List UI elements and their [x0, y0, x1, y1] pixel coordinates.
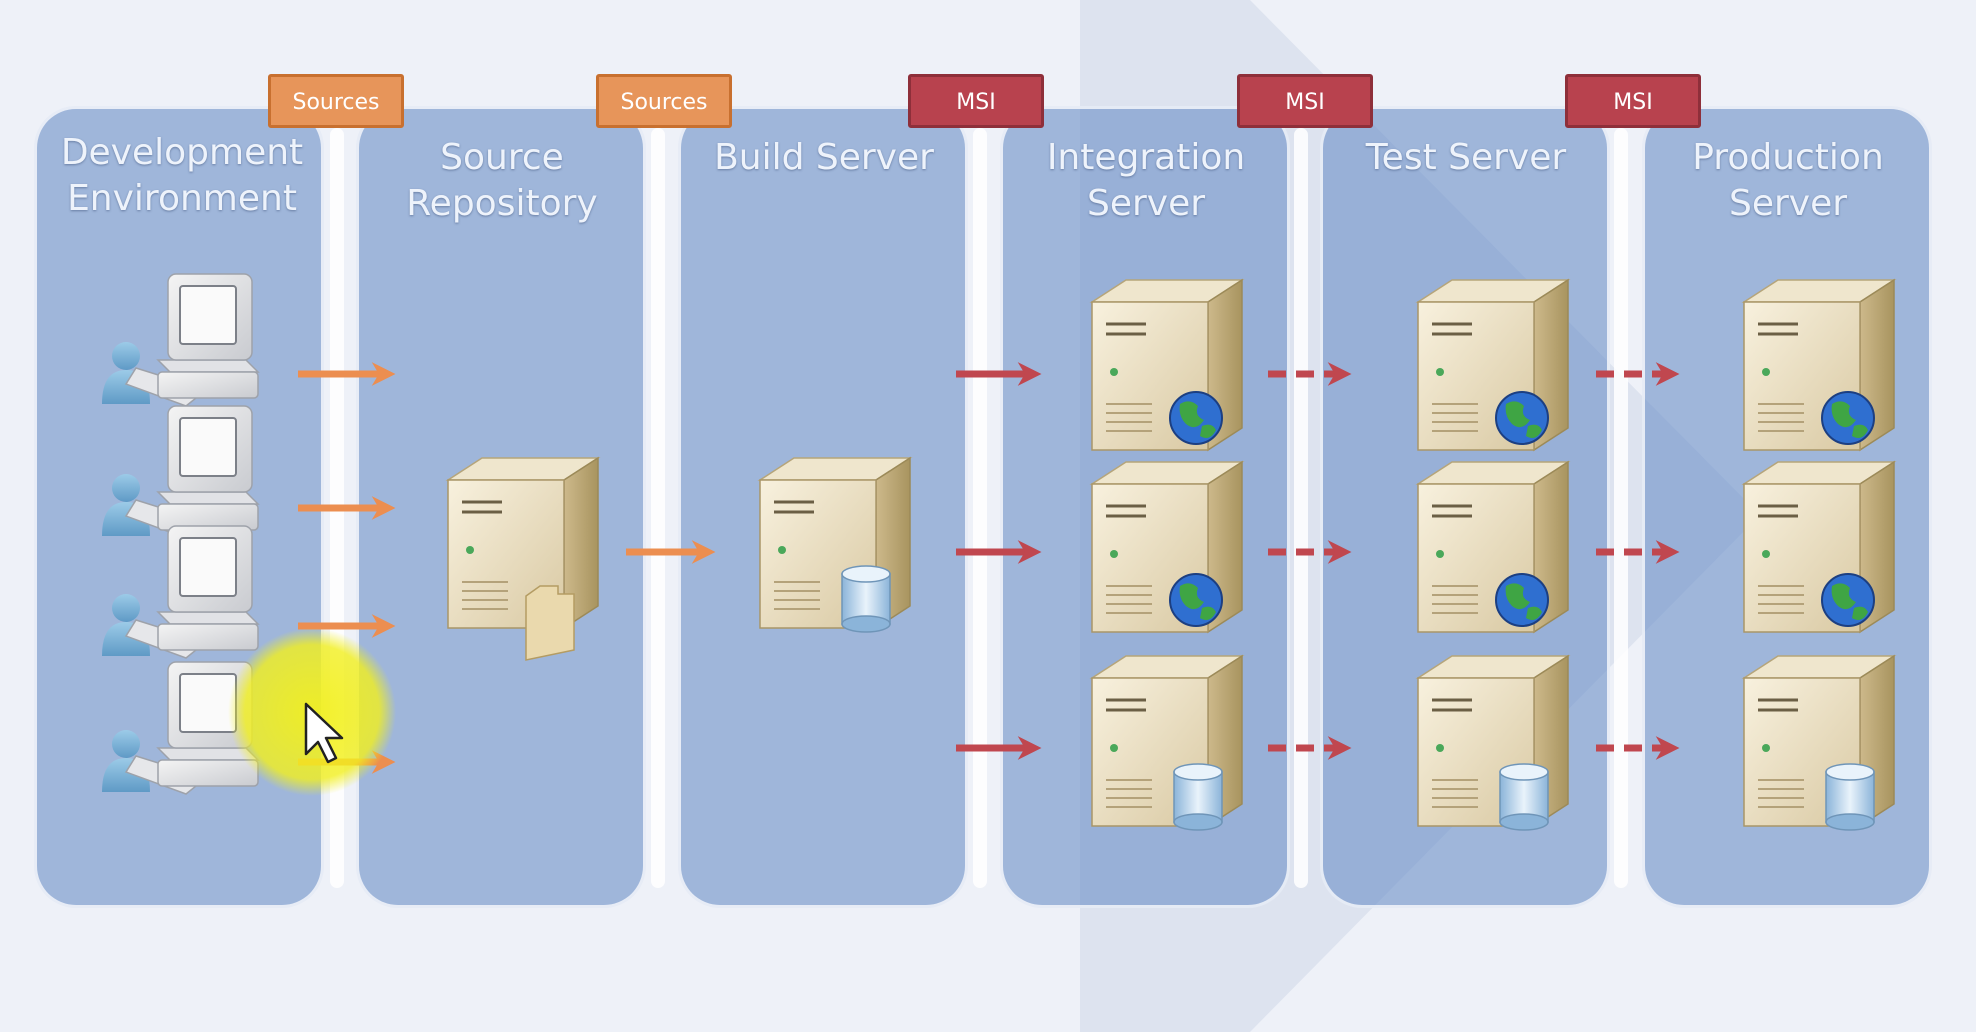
computer-icon	[156, 273, 260, 399]
developer-workstation	[102, 405, 260, 539]
separator-5	[1614, 128, 1628, 888]
sources-tag: Sources	[268, 74, 404, 128]
globe-icon	[1821, 573, 1875, 627]
developer-workstation	[102, 273, 260, 407]
stage-title-source-repository: Source Repository	[352, 135, 652, 227]
source-repository-server	[445, 456, 601, 661]
globe-icon	[1495, 573, 1549, 627]
stage-title-line: Production	[1692, 137, 1884, 178]
computer-icon	[156, 525, 260, 651]
mouse-cursor-icon	[304, 702, 344, 764]
stage-title-line: Server	[1086, 183, 1206, 224]
database-server	[1741, 654, 1897, 831]
web-server	[1741, 460, 1897, 634]
stage-title-line: Server	[1728, 183, 1848, 224]
stage-title-production-server: Production Server	[1638, 135, 1938, 227]
developer-workstation	[102, 525, 260, 659]
folder-icon	[525, 585, 575, 661]
stage-title-line: Build Server	[714, 137, 934, 178]
stage-title-integration-server: Integration Server	[996, 135, 1296, 227]
globe-icon	[1495, 391, 1549, 445]
msi-tag: MSI	[908, 74, 1044, 128]
build-server	[757, 456, 913, 633]
web-server	[1415, 460, 1571, 634]
web-server	[1415, 278, 1571, 452]
stage-title-development: Development Environment	[32, 130, 332, 222]
stage-title-line: Environment	[67, 178, 297, 219]
stage-title-test-server: Test Server	[1316, 135, 1616, 181]
web-server	[1741, 278, 1897, 452]
database-icon	[1825, 763, 1875, 831]
stage-title-build-server: Build Server	[674, 135, 974, 181]
sources-tag: Sources	[596, 74, 732, 128]
web-server	[1089, 460, 1245, 634]
globe-icon	[1169, 391, 1223, 445]
separator-4	[1294, 128, 1308, 888]
database-server	[1089, 654, 1245, 831]
msi-tag: MSI	[1565, 74, 1701, 128]
computer-icon	[156, 405, 260, 531]
database-icon	[1173, 763, 1223, 831]
separator-2	[651, 128, 665, 888]
database-icon	[841, 565, 891, 633]
stage-title-line: Test Server	[1365, 137, 1567, 178]
stage-title-line: Integration	[1046, 137, 1246, 178]
globe-icon	[1821, 391, 1875, 445]
msi-tag: MSI	[1237, 74, 1373, 128]
stage-title-line: Source	[440, 137, 564, 178]
database-server	[1415, 654, 1571, 831]
stage-title-line: Development	[60, 132, 304, 173]
stage-title-line: Repository	[406, 183, 598, 224]
globe-icon	[1169, 573, 1223, 627]
database-icon	[1499, 763, 1549, 831]
separator-3	[973, 128, 987, 888]
web-server	[1089, 278, 1245, 452]
